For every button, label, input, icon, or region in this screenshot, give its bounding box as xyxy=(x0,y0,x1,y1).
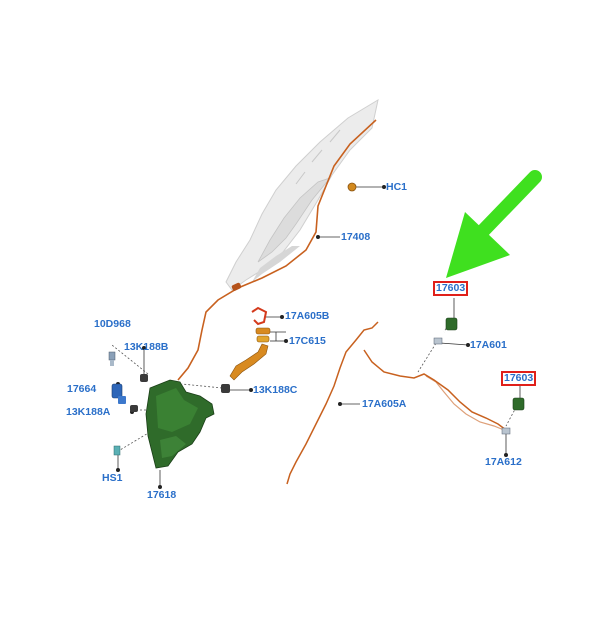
nozzle-17603-bottom-icon xyxy=(512,397,525,411)
body-panel xyxy=(225,98,379,291)
clip-hc1-icon xyxy=(347,182,357,192)
label-13k188a: 13K188A xyxy=(66,406,111,418)
label-17603-bottom: 17603 xyxy=(501,371,537,386)
connector-17a601-icon xyxy=(433,337,443,345)
fastener-13k188a-icon xyxy=(130,405,138,412)
label-17a612: 17A612 xyxy=(485,456,522,468)
label-17603-top: 17603 xyxy=(433,281,469,296)
fastener-10d968-icon xyxy=(108,351,116,366)
connector-17a612-icon xyxy=(501,427,511,435)
label-17a605a: 17A605A xyxy=(362,398,407,410)
green-arrow-icon xyxy=(446,170,542,278)
pump-17664-icon xyxy=(111,383,126,404)
label-17a601: 17A601 xyxy=(470,339,507,351)
label-13k188b: 13K188B xyxy=(124,341,169,353)
label-17c615: 17C615 xyxy=(289,335,326,347)
hose-17408 xyxy=(177,119,377,381)
filler-neck-17c615-icon xyxy=(229,327,271,381)
fastener-13k188c-icon xyxy=(221,384,230,393)
fastener-13k188b-icon xyxy=(140,374,148,382)
clamp-17a605b-icon xyxy=(251,306,268,326)
hose-17a605a-tail xyxy=(425,375,505,431)
label-17664: 17664 xyxy=(67,383,97,395)
reservoir-17618-icon xyxy=(145,379,215,469)
hose-17a605a-branch xyxy=(363,349,507,431)
label-13k188c: 13K188C xyxy=(253,384,298,396)
label-10d968: 10D968 xyxy=(94,318,131,330)
nozzle-17603-top-icon xyxy=(445,317,458,331)
label-hc1: HC1 xyxy=(386,181,408,193)
hose-17a605a xyxy=(286,321,379,485)
label-17408: 17408 xyxy=(341,231,371,243)
label-hs1: HS1 xyxy=(102,472,123,484)
hose-clip-hs1-icon xyxy=(113,445,121,456)
label-17a605b: 17A605B xyxy=(285,310,330,322)
label-17618: 17618 xyxy=(147,489,177,501)
label-leaders xyxy=(117,186,521,487)
hose-connector xyxy=(231,282,242,291)
